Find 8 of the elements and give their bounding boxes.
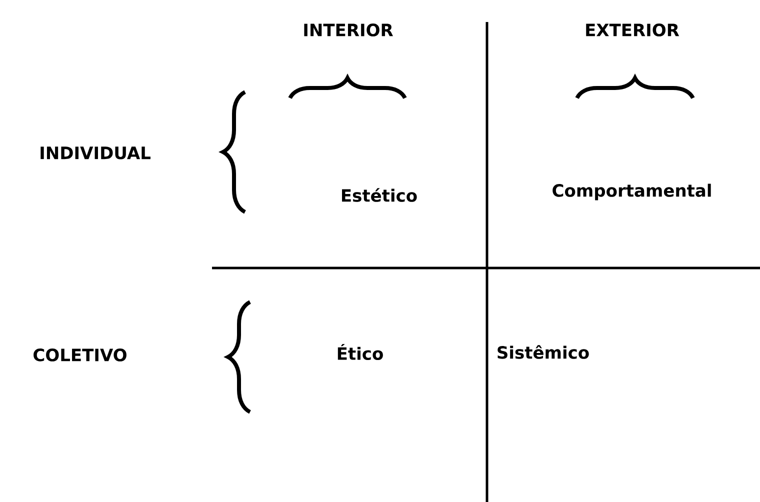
quadrant-label: INDIVIDUAL bbox=[40, 146, 150, 160]
quadrant-label: INTERIOR bbox=[304, 24, 394, 36]
quadrant-label: Sistêmico bbox=[498, 345, 589, 359]
quadrant-label: COLETIVO bbox=[34, 348, 126, 362]
quadrant-label: EXTERIOR bbox=[586, 24, 680, 36]
quadrant-label: Estético bbox=[342, 188, 417, 202]
quadrant-label: Ético bbox=[338, 344, 383, 360]
quadrant-label: Comportamental bbox=[552, 184, 711, 200]
